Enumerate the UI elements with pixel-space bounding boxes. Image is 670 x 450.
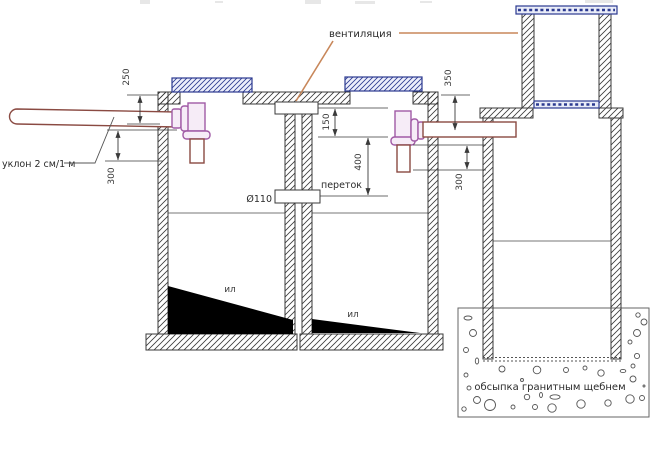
gravel-stone [498,365,506,373]
well-riser [515,5,618,109]
gravel-stone [642,384,646,388]
gravel-stone [484,399,496,411]
dim-label-250: 250 [122,68,132,85]
slope-leader [64,116,115,164]
riser-left-wall [521,12,535,109]
gravel-stone [597,369,605,377]
manhole-lid-2 [344,76,423,92]
drain-well [457,5,650,418]
gravel-stone [619,368,627,374]
partition-wall-right [301,103,313,335]
dim-label-150: 150 [322,113,332,130]
gravel-stone [640,318,648,326]
gravel-stone [627,339,633,345]
dimension-annotations: 250 300 150 400 350 300 [105,68,486,197]
sludge-label-2: ил [347,310,359,320]
inlet-tee-drop-pipe [189,138,205,164]
gravel-stone [532,365,542,375]
well-right-wall [610,117,622,360]
gravel-stone [463,315,473,321]
gravel-stone [633,329,641,337]
overflow-label: переток [321,180,362,191]
gravel-circles [461,312,648,413]
septic-tank-body [145,76,444,351]
gravel-stone [510,404,516,410]
gravel-stone [563,367,569,373]
gravel-stone [576,399,586,409]
riser-top-seal [515,5,618,15]
manhole-lid-1 [171,77,253,93]
dim-label-350: 350 [444,69,454,86]
gravel-stone [639,395,645,401]
vent-leader-diagonal [295,40,334,102]
gravel-stone [523,393,531,401]
riser-right-wall [598,12,612,109]
ventilation-label: вентиляция [329,29,392,40]
gravel-stone [630,363,636,369]
gravel-stone [604,399,612,407]
overflow-connector [274,189,321,204]
gravel-stone [629,375,637,383]
cropped-text-artifact [140,0,613,4]
outlet-socket-inner [410,118,419,142]
gravel-stone [463,347,469,353]
gravel-stone [463,372,469,378]
slope-label: уклон 2 см/1 м [2,159,75,170]
outlet-tee-body [394,110,412,139]
pipe-diameter-label: Ø110 [246,194,272,205]
outlet-tee-drop-pipe [396,144,411,173]
chamber2-floor [299,333,444,351]
well-slab-right [598,107,624,119]
chamber1-floor [145,333,298,351]
top-slab-piece-3 [412,91,439,105]
chamber1-left-wall [157,91,169,335]
inlet-pipe [8,108,179,128]
sludge-chamber-1 [168,286,293,334]
partition-wall-left [284,103,296,335]
outlet-pipe [422,121,517,138]
sludge-label-1: ил [224,285,236,295]
text-annotations: вентиляция уклон 2 см/1 м переток Ø110 и… [2,29,626,393]
gravel-stone [633,352,641,360]
inlet-tee-collar [182,130,211,140]
gravel-stone [539,392,543,398]
gravel-stone [520,378,524,382]
sludge-chamber-2 [312,319,420,333]
gravel-stone [625,394,635,404]
gravel-stone [474,357,480,365]
inlet-tee [171,102,211,164]
gravel-stone [635,312,641,318]
top-slab-piece-1 [157,91,181,105]
dim-label-300-left: 300 [107,167,117,184]
gravel-stone [532,404,538,410]
gravel-stone [547,403,557,413]
outlet-tee [390,110,425,173]
inlet-tee-body [187,102,206,132]
dim-label-300-right: 300 [455,173,465,190]
dim-label-400: 400 [354,153,364,170]
vent-connector [274,101,319,115]
inlet-socket-outer [171,108,182,129]
well-slab-left [479,107,534,119]
backfill-label: обсыпка гранитным щебнем [474,382,625,393]
gravel-stone [473,396,481,404]
gravel-stone [469,329,477,337]
gravel-stone [549,394,561,400]
well-left-wall [482,117,494,360]
gravel-stone [461,406,467,412]
gravel-stone [582,365,588,371]
gravel-stone [466,385,472,391]
piping [8,102,517,173]
